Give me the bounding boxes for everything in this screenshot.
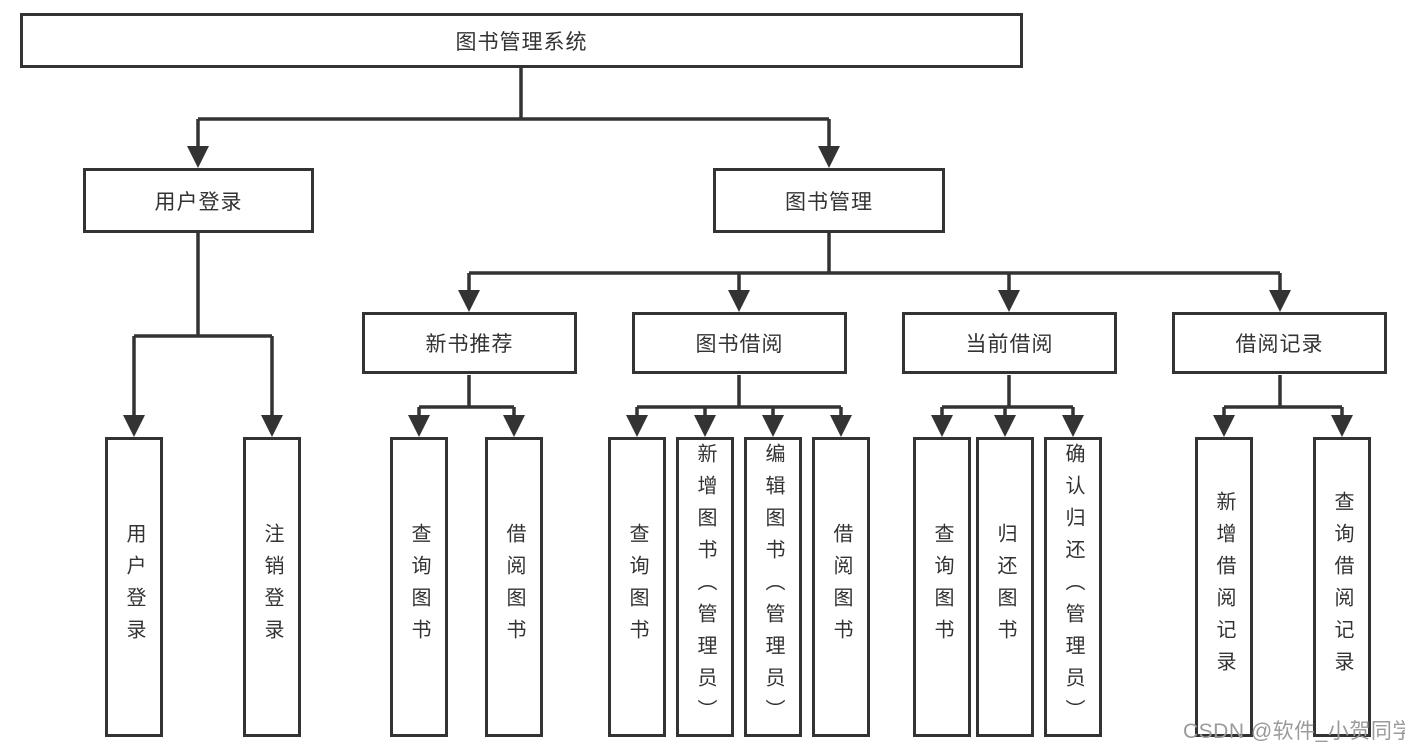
node-root-system: 图书管理系统	[20, 13, 1023, 68]
node-label: 查询图书	[626, 523, 648, 651]
arrow-icon	[1062, 415, 1084, 437]
node-leaf-query-books-2: 查询图书	[608, 437, 666, 737]
csdn-watermark: CSDN @软件_小贺同学	[1183, 720, 1405, 743]
node-leaf-logout: 注销登录	[243, 437, 301, 737]
arrowheads	[123, 146, 1353, 437]
arrow-icon	[830, 415, 852, 437]
node-label: 用户登录	[123, 523, 145, 651]
node-leaf-add-borrow-record: 新增借阅记录	[1195, 437, 1253, 737]
node-label: 查询图书	[931, 523, 953, 651]
node-label: 确认归还（管理员）	[1062, 443, 1084, 731]
node-leaf-confirm-return-admin: 确认归还（管理员）	[1044, 437, 1102, 737]
node-label: 归还图书	[994, 523, 1016, 651]
node-leaf-query-books-3: 查询图书	[913, 437, 971, 737]
connector-bookborrow-to-children	[635, 375, 843, 421]
arrow-icon	[1269, 290, 1291, 312]
node-label: 新增借阅记录	[1213, 491, 1235, 683]
connector-borrowrecord-to-children	[1222, 375, 1344, 421]
arrow-icon	[762, 415, 784, 437]
node-leaf-query-borrow-record: 查询借阅记录	[1313, 437, 1371, 737]
connector-newbook-to-children	[417, 375, 516, 421]
node-leaf-borrow-books-1: 借阅图书	[485, 437, 543, 737]
node-new-book-recommend: 新书推荐	[362, 312, 577, 374]
node-leaf-borrow-books-2: 借阅图书	[812, 437, 870, 737]
node-label: 借阅图书	[830, 523, 852, 651]
node-leaf-add-book-admin: 新增图书（管理员）	[676, 437, 734, 737]
arrow-icon	[458, 290, 480, 312]
arrow-icon	[123, 415, 145, 437]
node-leaf-edit-book-admin: 编辑图书（管理员）	[744, 437, 802, 737]
node-leaf-query-books-1: 查询图书	[390, 437, 448, 737]
arrow-icon	[998, 290, 1020, 312]
arrow-icon	[1331, 415, 1353, 437]
arrow-icon	[818, 146, 840, 168]
node-user-login: 用户登录	[83, 168, 314, 233]
connector-bookmgmt-to-level3	[467, 233, 1282, 296]
arrow-icon	[261, 415, 283, 437]
node-borrow-records: 借阅记录	[1172, 312, 1387, 374]
arrow-icon	[187, 146, 209, 168]
node-label: 查询借阅记录	[1331, 491, 1353, 683]
node-label: 注销登录	[261, 523, 283, 651]
node-label: 借阅图书	[503, 523, 525, 651]
node-label: 编辑图书（管理员）	[762, 443, 784, 731]
node-book-borrow: 图书借阅	[632, 312, 847, 374]
node-leaf-user-login: 用户登录	[105, 437, 163, 737]
connector-root-to-level2	[196, 68, 831, 152]
arrow-icon	[503, 415, 525, 437]
arrow-icon	[408, 415, 430, 437]
arrow-icon	[626, 415, 648, 437]
arrow-icon	[931, 415, 953, 437]
node-current-borrow: 当前借阅	[902, 312, 1117, 374]
node-label: 查询图书	[408, 523, 430, 651]
connector-userlogin-to-children	[132, 233, 274, 421]
node-book-management: 图书管理	[713, 168, 945, 233]
node-leaf-return-book: 归还图书	[976, 437, 1034, 737]
connector-currentborrow-to-children	[940, 375, 1075, 421]
node-label: 新增图书（管理员）	[694, 443, 716, 731]
arrow-icon	[994, 415, 1016, 437]
arrow-icon	[1213, 415, 1235, 437]
arrow-icon	[694, 415, 716, 437]
arrow-icon	[728, 290, 750, 312]
